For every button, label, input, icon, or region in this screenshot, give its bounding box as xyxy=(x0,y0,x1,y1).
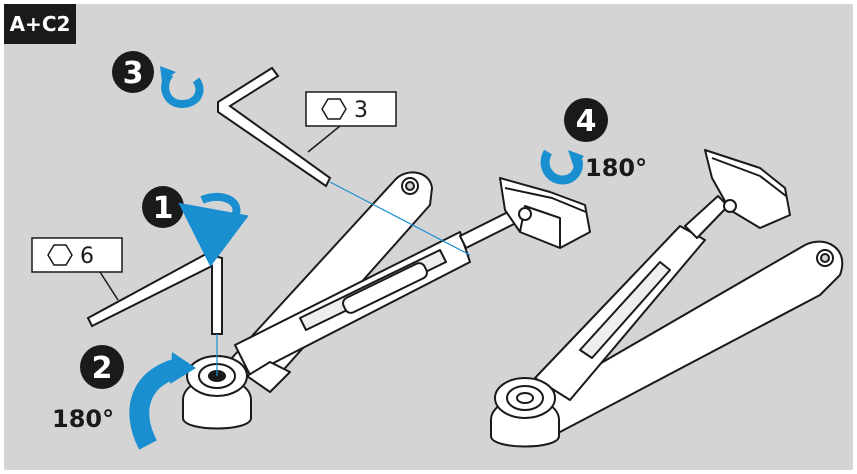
step-3: 3 xyxy=(112,51,204,109)
step-4-angle: 180° xyxy=(585,154,647,182)
hex-icon xyxy=(47,244,73,266)
rotate-arrow-icon xyxy=(540,149,583,185)
step-1-badge xyxy=(142,186,184,228)
svg-text:1: 1 xyxy=(153,191,174,226)
variant-badge: A+C2 xyxy=(4,4,76,44)
step-3-badge xyxy=(112,51,154,93)
hex-size-label-6: 6 xyxy=(80,244,94,269)
hex-size-callout-3: 3 xyxy=(305,91,397,153)
step-4: 4 180° xyxy=(540,98,647,185)
svg-text:3: 3 xyxy=(123,56,144,91)
hex-icon xyxy=(321,98,347,120)
rotate-180-arrow-icon xyxy=(129,358,182,450)
step-4-badge xyxy=(564,98,608,142)
step-2-badge xyxy=(80,345,124,389)
rotate-arrow-icon xyxy=(178,192,249,267)
step-2-angle: 180° xyxy=(52,405,114,433)
hex-key-3 xyxy=(217,66,332,188)
step-2: 2 180° xyxy=(52,345,196,450)
step-1: 1 xyxy=(142,186,249,267)
svg-text:2: 2 xyxy=(92,351,113,386)
arm-assembly-left xyxy=(182,171,591,430)
hex-size-callout-6: 6 xyxy=(31,237,123,301)
alignment-line-3 xyxy=(329,181,471,256)
svg-text:4: 4 xyxy=(576,104,597,139)
hex-size-label-3: 3 xyxy=(354,98,368,123)
rotate-arrow-icon xyxy=(161,71,204,109)
arm-assembly-right xyxy=(490,149,844,448)
